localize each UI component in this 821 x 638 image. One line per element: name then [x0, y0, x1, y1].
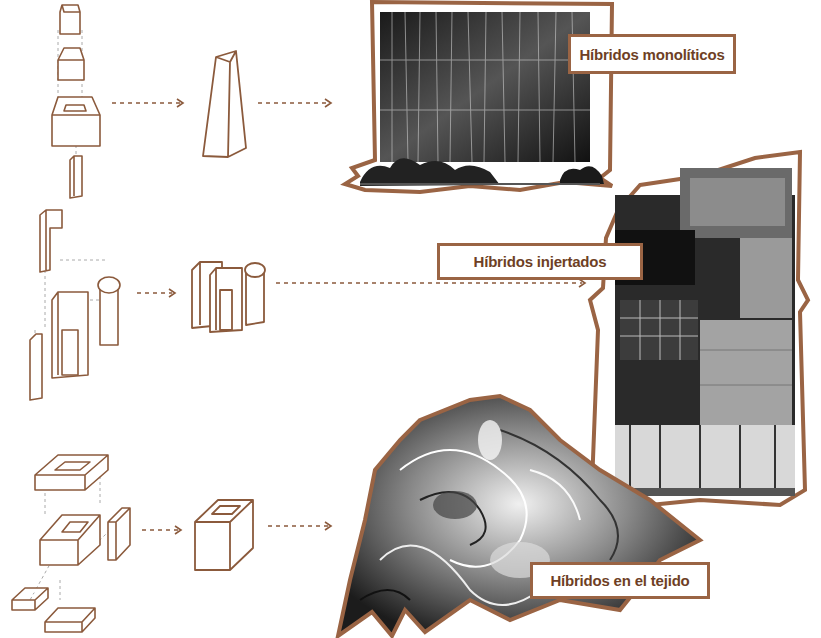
exploded-pieces	[12, 5, 130, 632]
label-box: Híbridos injertados	[437, 243, 643, 280]
label-text: Híbridos en el tejido	[550, 572, 689, 589]
photo-grafted	[590, 152, 808, 508]
photo-fabric	[338, 396, 700, 636]
photo-monolithic	[345, 2, 612, 192]
label-text: Híbridos injertados	[474, 253, 607, 270]
label-text: Híbridos monolíticos	[579, 46, 724, 63]
label-box: Híbridos en el tejido	[530, 562, 710, 599]
combined-forms	[192, 51, 265, 570]
label-box: Híbridos monolíticos	[568, 34, 736, 74]
